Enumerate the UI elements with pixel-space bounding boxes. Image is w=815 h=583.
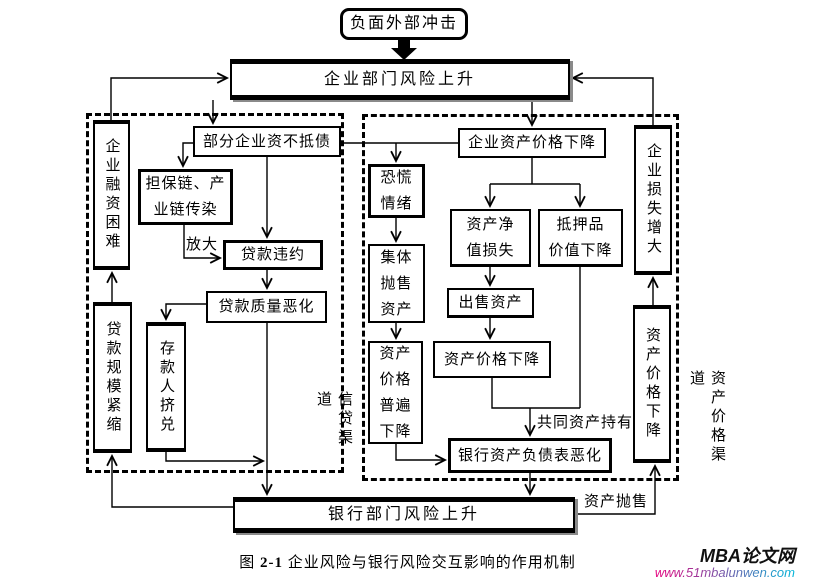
node-label: 贷款违约 [240, 247, 305, 263]
arrow-shock-to-enterprise-risk [391, 40, 417, 60]
asset-price-channel-label: 资产价格渠道 [688, 370, 725, 465]
node-asset-price-decline: 资产价格下降 [433, 341, 551, 378]
node-asset-price-decline-right: 资产价格下降 [633, 305, 671, 463]
node-loan-scale-contraction: 贷款规模紧缩 [93, 302, 132, 453]
node-label: 存款人挤兑 [158, 339, 174, 435]
node-label: 恐慌 情绪 [380, 170, 413, 212]
node-negative-external-shock: 负面外部冲击 [340, 8, 468, 40]
watermark-site-name: MBA论文网 [700, 546, 795, 566]
line-assetprice-split [490, 158, 580, 185]
arrow-run-join [165, 452, 266, 467]
node-label: 银行部门风险上升 [327, 506, 480, 523]
node-label: 企业部门风险上升 [323, 70, 476, 88]
asset-price-channel-container [362, 114, 679, 481]
node-loan-default: 贷款违约 [223, 240, 323, 270]
node-label: 抵押品 价值下降 [548, 216, 613, 259]
node-label: 银行资产负债表恶化 [457, 447, 602, 464]
node-collateral-value-decline: 抵押品 价值下降 [538, 209, 623, 267]
arrow-bank-to-right-pricedrop [575, 463, 661, 515]
caption-text: 企业风险与银行风险交互影响的作用机制 [287, 555, 576, 571]
node-label: 企业损失增大 [645, 143, 661, 257]
arrow-loss-to-enterprise [570, 72, 654, 125]
arrow-insolvency-to-contagion [177, 142, 193, 169]
node-panic-sentiment: 恐慌 情绪 [368, 164, 425, 218]
node-collective-asset-selloff: 集体 抛售 资产 [368, 244, 425, 323]
arrow-general-to-balance [395, 444, 448, 466]
node-label: 贷款质量恶化 [218, 299, 315, 315]
node-label: 负面外部冲击 [349, 15, 458, 32]
node-label: 企业融资困难 [103, 138, 120, 252]
arrow-financing-to-enterprise [110, 72, 230, 120]
figure-caption: 图 2-1 企业风险与银行风险交互影响的作用机制 [0, 551, 815, 572]
node-label: 部分企业资不抵债 [202, 133, 331, 150]
arrow-bank-to-contraction [106, 453, 233, 508]
node-enterprise-asset-price-decline: 企业资产价格下降 [458, 128, 606, 158]
node-asset-net-value-loss: 资产净 值损失 [450, 209, 531, 267]
node-label: 企业资产价格下降 [467, 135, 596, 151]
node-bank-sector-risk-rise: 银行部门风险上升 [233, 497, 575, 533]
arrow-contagion-to-default [183, 225, 223, 264]
edge-label-asset-selloff: 资产抛售 [584, 494, 649, 510]
line-pricedrop-merge [491, 378, 580, 409]
edge-label-common-asset-holding: 共同资产持有 [537, 415, 634, 431]
node-partial-insolvency: 部分企业资不抵债 [193, 126, 341, 157]
node-sell-assets: 出售资产 [447, 288, 534, 318]
edge-label-amplify: 放大 [186, 237, 219, 253]
node-guarantee-industry-chain-contagion: 担保链、产 业链传染 [138, 169, 233, 225]
node-depositor-run: 存款人挤兑 [146, 322, 186, 452]
node-label: 集体 抛售 资产 [380, 249, 413, 318]
node-label: 资产 价格 普遍 下降 [379, 345, 412, 440]
node-label: 资产价格下降 [443, 351, 540, 368]
caption-figure-word: 图 [239, 555, 256, 571]
credit-channel-label: 信贷渠道 [315, 391, 352, 448]
node-bank-balance-sheet-deterioration: 银行资产负债表恶化 [448, 438, 612, 473]
node-enterprise-financing-difficulty: 企业融资困难 [93, 120, 130, 270]
arrow-quality-to-run [160, 303, 206, 322]
node-label: 贷款规模紧缩 [104, 320, 121, 435]
node-label: 出售资产 [458, 294, 523, 311]
node-label: 担保链、产 业链传染 [145, 176, 226, 218]
node-label: 资产价格下降 [644, 327, 660, 441]
watermark-url: www.51mbalunwen.com [654, 565, 795, 580]
node-label: 资产净 值损失 [466, 216, 515, 259]
node-loan-quality-deterioration: 贷款质量恶化 [206, 291, 327, 323]
node-enterprise-sector-risk-rise: 企业部门风险上升 [230, 59, 570, 100]
node-enterprise-loss-increase: 企业损失增大 [634, 125, 672, 275]
node-asset-price-general-decline: 资产 价格 普遍 下降 [368, 341, 423, 444]
caption-figure-number: 2-1 [260, 555, 283, 571]
